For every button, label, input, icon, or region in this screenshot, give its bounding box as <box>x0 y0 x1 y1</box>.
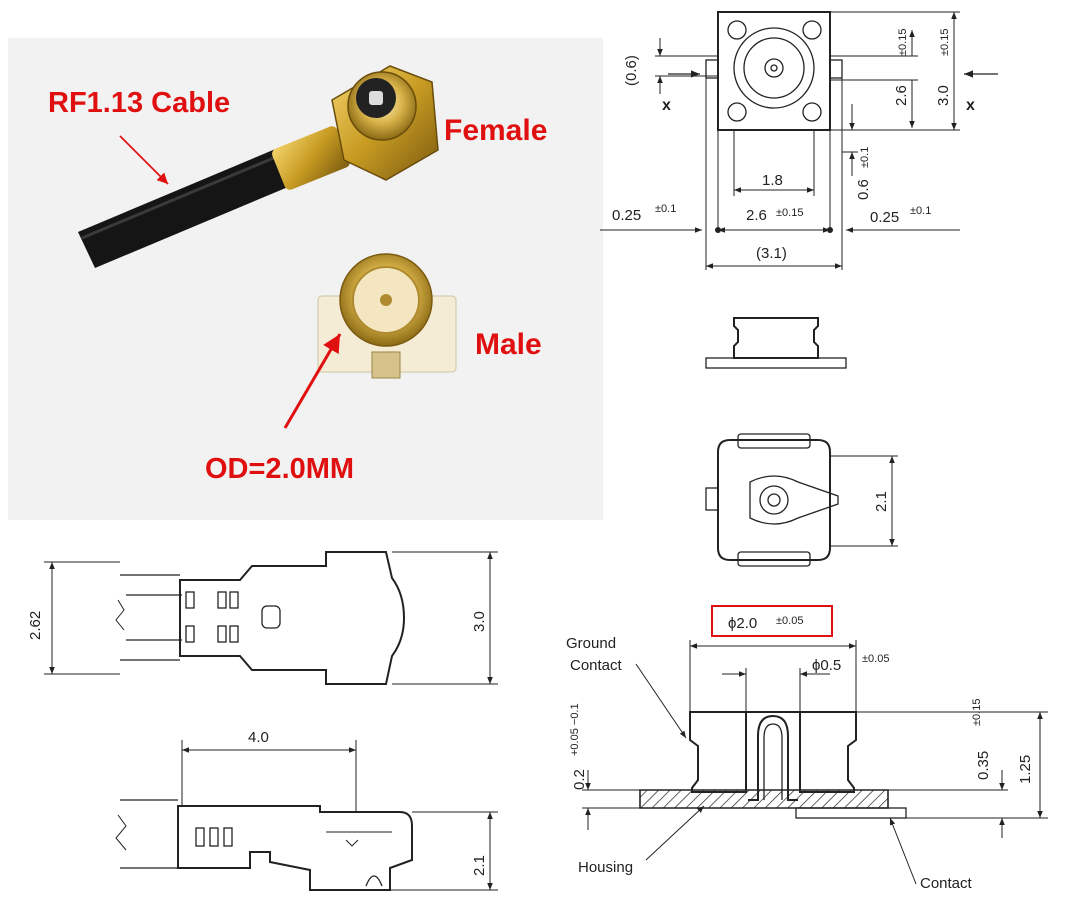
section-marker-left: x <box>662 97 671 114</box>
contact-label: Contact <box>920 875 973 892</box>
od-label: OD=2.0MM <box>205 453 354 485</box>
male-label: Male <box>475 328 542 361</box>
dim-dia-2-0: ϕ2.0 <box>728 615 757 632</box>
tol-dia-0-5: ±0.05 <box>862 653 889 665</box>
male-connector-photo <box>317 253 457 379</box>
photo-panel: RF1.13 Cable Female Male OD=2.0MM <box>8 38 603 520</box>
dia-2-0-highlight-box <box>711 605 833 637</box>
dim-2-1-plug: 2.1 <box>471 855 488 876</box>
female-label: Female <box>444 114 547 147</box>
housing-label: Housing <box>578 859 633 876</box>
tol-0-6-vertical: ±0.1 <box>859 147 871 168</box>
section-marker-right: x <box>966 97 975 114</box>
receptacle-top-view: (0.6) x x 2.6 ±0.15 3.0 ±0.15 1.8 0.6 ±0… <box>600 11 998 270</box>
tol-0-2: +0.05 −0.1 <box>569 703 581 756</box>
tol-0-35: ±0.15 <box>971 699 983 726</box>
dim-dia-0-5: ϕ0.5 <box>812 657 841 674</box>
dim-0-25-right: 0.25 <box>870 209 899 226</box>
dim-0-25-left: 0.25 <box>612 207 641 224</box>
ground-contact-label-line2: Contact <box>570 657 623 674</box>
dim-4-0: 4.0 <box>248 729 269 746</box>
dim-0-6-paren: (0.6) <box>623 55 640 86</box>
cable-photo <box>78 126 350 268</box>
female-connector-photo <box>331 65 439 181</box>
tol-3-0-vertical: ±0.15 <box>939 29 951 56</box>
dim-2-62: 2.62 <box>27 611 44 640</box>
dim-3-1-paren: (3.1) <box>756 245 787 262</box>
cable-label: RF1.13 Cable <box>48 87 230 119</box>
receptacle-bottom-view: 2.1 <box>705 433 898 567</box>
dim-2-6-vertical: 2.6 <box>893 85 910 106</box>
dim-2-6-horizontal: 2.6 <box>746 207 767 224</box>
dim-1-8: 1.8 <box>762 172 783 189</box>
plug-side-view: 4.0 2.1 <box>115 729 498 891</box>
tol-2-6-vertical: ±0.15 <box>897 29 909 56</box>
dim-0-2: 0.2 <box>571 769 588 790</box>
dim-0-35: 0.35 <box>975 751 992 780</box>
plug-top-view: 2.62 3.0 <box>27 551 498 685</box>
tol-0-25-right: ±0.1 <box>910 205 931 217</box>
dim-2-1-bottom-view: 2.1 <box>873 491 890 512</box>
photo-background <box>8 38 603 520</box>
dim-3-0-plug: 3.0 <box>471 611 488 632</box>
cable-pointer-arrow <box>119 135 169 185</box>
ground-contact-label-line1: Ground <box>566 635 616 652</box>
tol-2-6-horizontal: ±0.15 <box>776 207 803 219</box>
receptacle-side-view <box>705 317 847 369</box>
dim-1-25: 1.25 <box>1017 755 1034 784</box>
male-pointer-arrow <box>283 333 342 429</box>
tol-0-25-left: ±0.1 <box>655 203 676 215</box>
dim-3-0-vertical: 3.0 <box>935 85 952 106</box>
tol-dia-2-0: ±0.05 <box>776 615 803 627</box>
dim-0-6-vertical: 0.6 <box>855 179 872 200</box>
receptacle-cross-section: ϕ2.0 ±0.05 ϕ0.5 ±0.05 Ground Contact 0.2… <box>566 605 1048 892</box>
